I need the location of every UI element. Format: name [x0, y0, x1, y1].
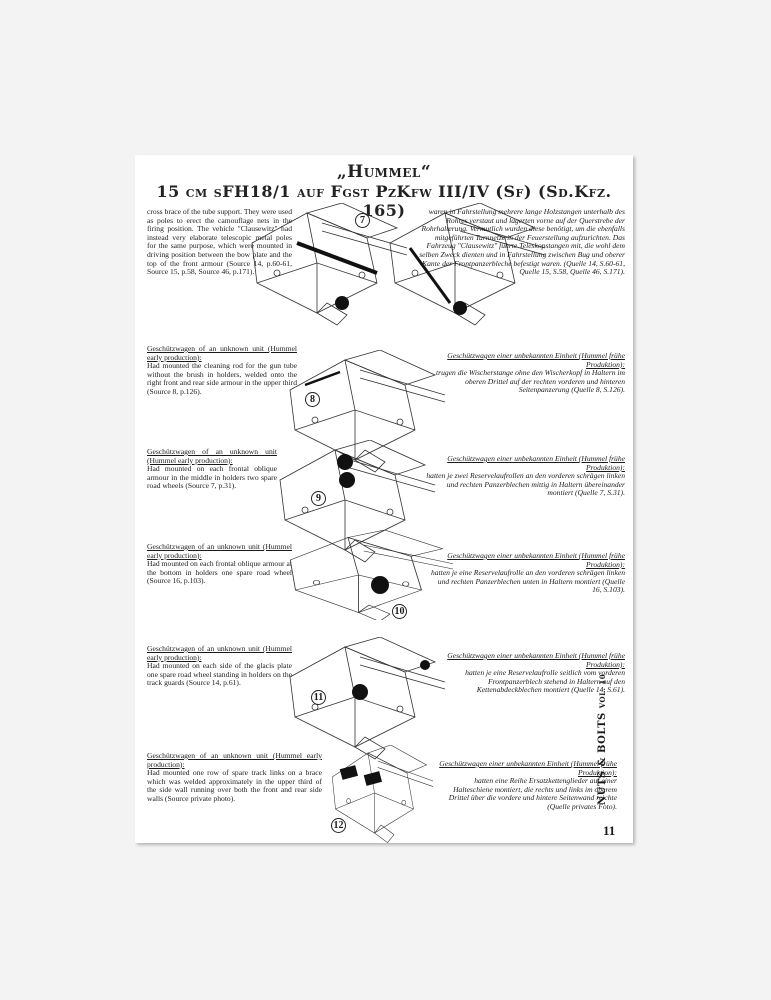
figure-7a: [251, 203, 408, 326]
spare-track-links-rear: [363, 771, 383, 786]
section-9-en-text: Had mounted on each frontal oblique armo…: [147, 464, 277, 491]
section-11-en-text: Had mounted on each side of the glacis p…: [147, 661, 292, 688]
section-9-german: Geschützwagen einer unbekannten Einheit …: [425, 454, 625, 498]
section-12-en-text: Had mounted one row of spare track links…: [147, 768, 322, 803]
section-7-de-text: waren in Fahrstellung mehrere lange Holz…: [419, 207, 625, 277]
figure-10: [289, 530, 454, 620]
section-9-english: Geschützwagen of an unknown unit (Hummel…: [147, 447, 277, 491]
section-11-de-text: hatten je eine Reservelaufrolle seitlich…: [465, 668, 625, 695]
section-9-en-heading: Geschützwagen of an unknown unit (Hummel…: [147, 447, 277, 465]
section-9-de-heading: Geschützwagen einer unbekannten Einheit …: [447, 454, 625, 472]
document-page: „Hummel“ 15 cm sFH18/1 auf Fgst PzKfw II…: [135, 155, 633, 843]
section-10-english: Geschützwagen of an unknown unit (Hummel…: [147, 542, 292, 586]
section-12-german: Geschützwagen einer unbekannten Einheit …: [435, 759, 617, 812]
section-11-german: Geschützwagen einer unbekannten Einheit …: [427, 651, 625, 695]
series-label: NUTS & BOLTS VOL. 10: [597, 674, 608, 805]
figure-7b: [389, 203, 546, 326]
section-12-de-text: hatten eine Reihe Ersatzkettenglieder au…: [448, 776, 617, 811]
page-number: 11: [603, 823, 616, 838]
section-12-english: Geschützwagen of an unknown unit (Hummel…: [147, 751, 322, 804]
figure-number-11: 11: [311, 690, 326, 705]
section-8-en-text: Had mounted the cleaning rod for the gun…: [147, 361, 297, 396]
section-7-english: cross brace of the tube support. They we…: [147, 207, 292, 277]
figure-number-7: 7: [355, 213, 370, 228]
figure-number-9: 9: [311, 491, 326, 506]
page-title: „Hummel“: [336, 162, 432, 182]
section-10-de-heading: Geschützwagen einer unbekannten Einheit …: [447, 551, 625, 569]
figure-number-10: 10: [392, 604, 407, 619]
section-12-de-heading: Geschützwagen einer unbekannten Einheit …: [439, 759, 617, 777]
figure-number-8: 8: [305, 392, 320, 407]
section-8-english: Geschützwagen of an unknown unit (Hummel…: [147, 344, 297, 397]
section-10-german: Geschützwagen einer unbekannten Einheit …: [427, 551, 625, 595]
section-10-en-text: Had mounted on each frontal oblique armo…: [147, 559, 292, 586]
section-10-de-text: hatten je eine Reservelaufrolle an den v…: [431, 568, 625, 595]
figure-8: [289, 350, 446, 473]
series-volume: VOL. 10: [598, 673, 607, 709]
section-8-de-heading: Geschützwagen einer unbekannten Einheit …: [447, 351, 625, 369]
figure-12: [331, 745, 434, 843]
figure-9: [279, 440, 436, 563]
section-8-german: Geschützwagen einer unbekannten Einheit …: [427, 351, 625, 395]
figure-number-12: 12: [331, 818, 346, 833]
section-12-en-heading: Geschützwagen of an unknown unit (Hummel…: [147, 751, 322, 769]
section-9-de-text: hatten je zwei Reservelaufrollen an den …: [426, 471, 625, 498]
section-10-en-heading: Geschützwagen of an unknown unit (Hummel…: [147, 542, 292, 560]
section-7-german: waren in Fahrstellung mehrere lange Holz…: [415, 207, 625, 277]
section-11-en-heading: Geschützwagen of an unknown unit (Hummel…: [147, 644, 292, 662]
section-11-english: Geschützwagen of an unknown unit (Hummel…: [147, 644, 292, 688]
page-subtitle: 15 cm sFH18/1 auf Fgst PzKfw III/IV (Sf)…: [156, 182, 612, 220]
section-7-en-text: cross brace of the tube support. They we…: [147, 207, 292, 277]
section-11-de-heading: Geschützwagen einer unbekannten Einheit …: [447, 651, 625, 669]
spare-track-links-front: [339, 765, 359, 780]
series-name: NUTS & BOLTS: [597, 712, 608, 805]
section-8-en-heading: Geschützwagen of an unknown unit (Hummel…: [147, 344, 297, 362]
figure-11: [289, 637, 446, 760]
section-8-de-text: trugen die Wischerstange ohne den Wische…: [436, 368, 625, 395]
